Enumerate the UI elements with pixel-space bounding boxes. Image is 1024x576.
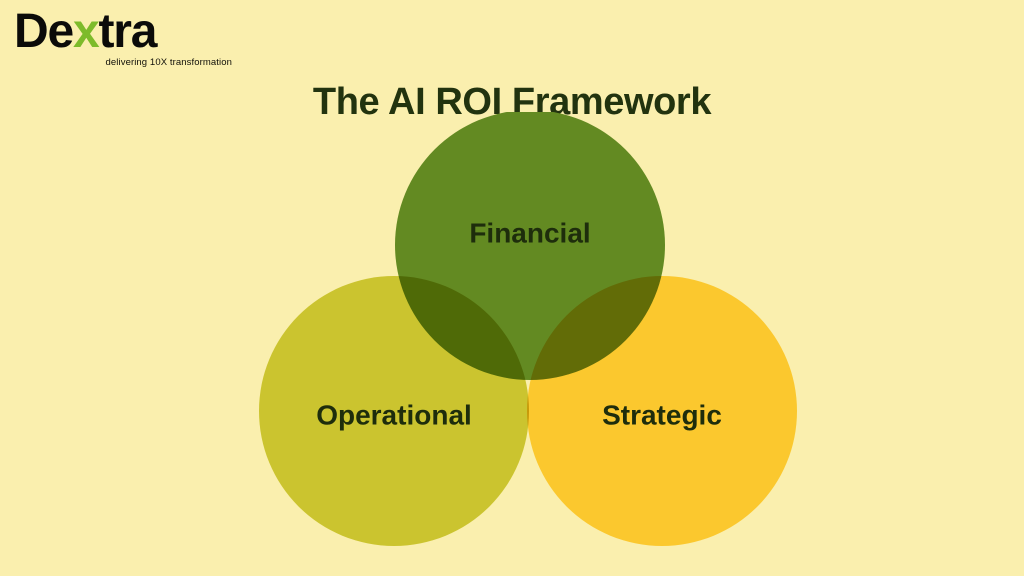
logo-text-part-2: tra [98, 5, 157, 58]
venn-circle-strategic[interactable] [527, 276, 797, 546]
venn-label-strategic: Strategic [602, 399, 722, 430]
brand-logo: Dextra delivering 10X transformation [14, 8, 234, 82]
logo-wordmark: Dextra [14, 8, 234, 56]
logo-accent-letter-x: x [72, 5, 100, 58]
venn-diagram-svg: Financial Operational Strategic [259, 112, 797, 546]
venn-diagram: Financial Operational Strategic [0, 112, 1024, 576]
logo-text-part-1: De [14, 5, 74, 58]
venn-circles-group [259, 112, 797, 546]
venn-circle-operational[interactable] [259, 276, 529, 546]
venn-label-financial: Financial [469, 217, 590, 248]
logo-tagline: delivering 10X transformation [105, 57, 232, 68]
venn-label-operational: Operational [316, 399, 472, 430]
